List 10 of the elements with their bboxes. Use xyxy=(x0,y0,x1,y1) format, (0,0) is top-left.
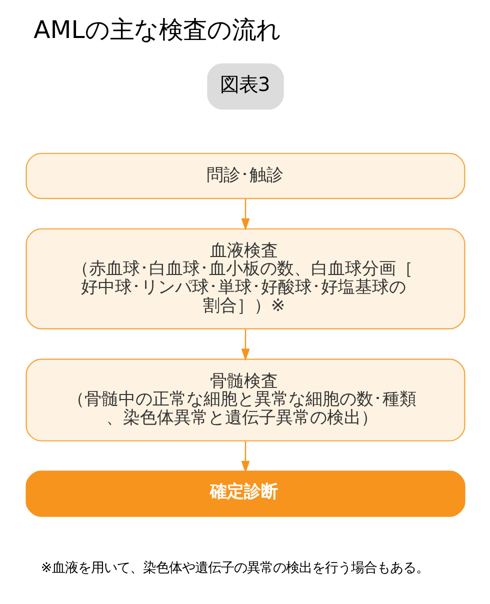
node-box: 問診･触診 xyxy=(25,152,465,200)
node-box: 血液検査 （赤血球･白血球･血小板の数、白血球分画［好中球･リンパ球･単球･好酸球･好塩基球の割合］）※ xyxy=(25,228,465,330)
caption: ※血液を用いて、染色体や遺伝子の異常の検出を行う場合もある。 xyxy=(40,561,429,576)
node-box: 骨髄検査 （骨髄中の正常な細胞と異常な細胞の数･種類、染色体異常と遺伝子異常の検出） xyxy=(25,358,465,442)
arrow xyxy=(240,441,250,474)
label: 図表3 xyxy=(219,73,270,96)
diagram-title: AMLの主な検査の流れ xyxy=(33,14,280,44)
arrow xyxy=(240,198,250,231)
arrow xyxy=(240,329,250,361)
node-box: 確定診断 xyxy=(25,470,465,517)
